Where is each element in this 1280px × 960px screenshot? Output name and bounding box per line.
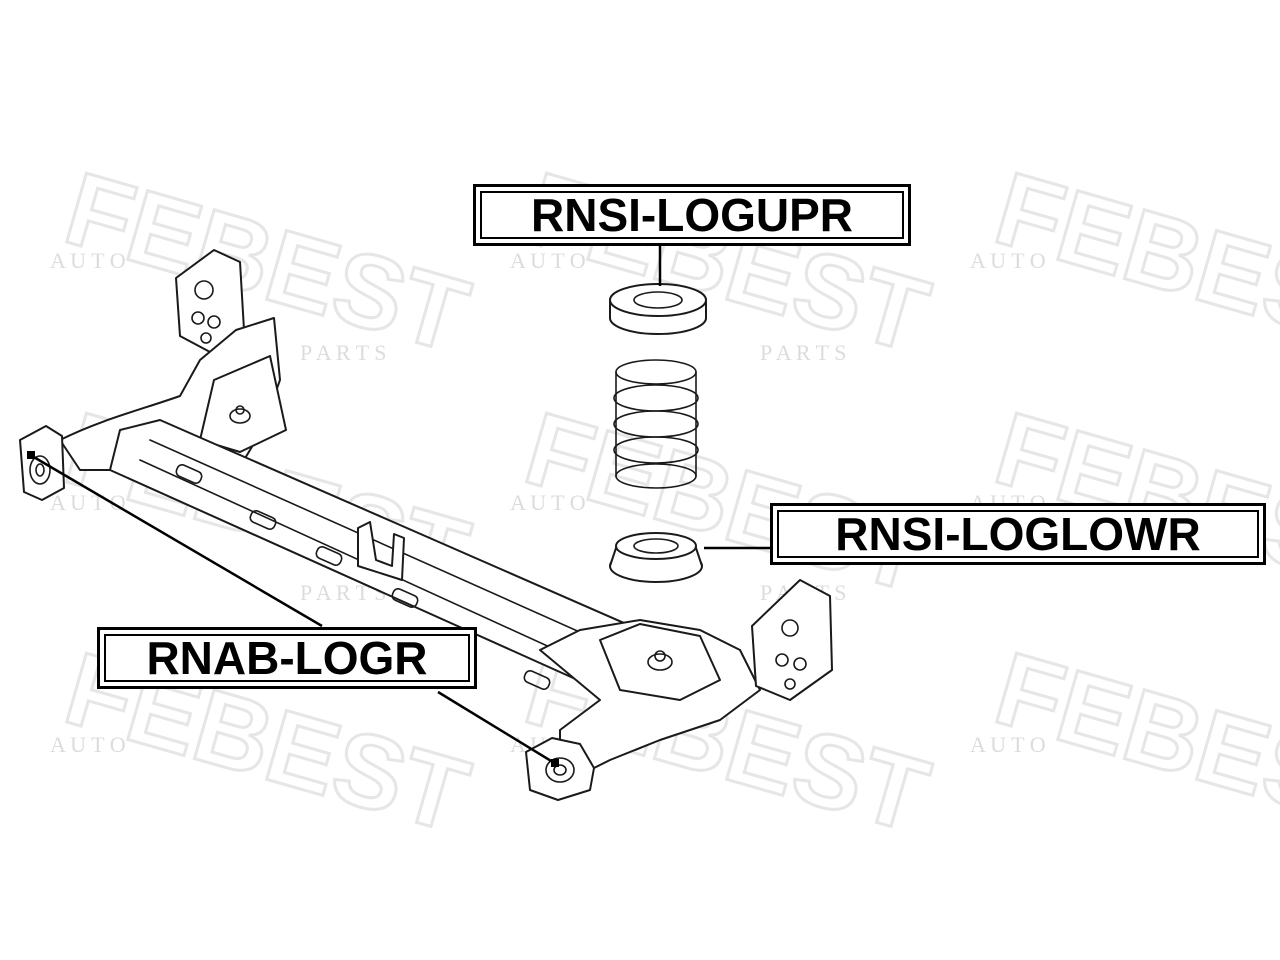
right-spring-seat (599, 623, 721, 701)
watermark-tagline: A U T O (970, 248, 1046, 273)
watermark-tagline: A U T O (510, 490, 586, 515)
label-arm-bushing: RNAB-LOGR (97, 627, 477, 689)
leader-dot (551, 759, 559, 767)
leader-bushing-left (31, 454, 323, 628)
leader-lines (27, 244, 772, 767)
watermark-tagline: A U T O (970, 732, 1046, 757)
watermark-tagline: P A R T S (760, 340, 846, 365)
left-spring-seat (199, 355, 287, 453)
leader-dot (27, 451, 35, 459)
part-number-text: RNSI-LOGLOWR (835, 508, 1201, 560)
watermark-tagline: A U T O (50, 732, 126, 757)
center-bracket (357, 521, 405, 581)
watermark-tagline: P A R T S (300, 340, 386, 365)
label-lower-spring-insulator: RNSI-LOGLOWR (770, 503, 1266, 565)
leader-bushing-right (437, 690, 557, 766)
part-number-text: RNSI-LOGUPR (531, 189, 853, 241)
upper-spring-insulator (609, 283, 707, 335)
watermark-tagline: A U T O (50, 248, 126, 273)
lower-spring-insulator (609, 532, 703, 583)
watermark-tagline: A U T O (50, 490, 126, 515)
watermark-tagline: A U T O (510, 248, 586, 273)
coil-spring (613, 359, 699, 489)
right-arm-bushing (525, 737, 595, 801)
label-upper-spring-insulator: RNSI-LOGUPR (473, 184, 911, 246)
part-number-text: RNAB-LOGR (146, 632, 428, 684)
right-mount-bracket (751, 579, 833, 701)
rear-axle-beam (19, 249, 833, 801)
